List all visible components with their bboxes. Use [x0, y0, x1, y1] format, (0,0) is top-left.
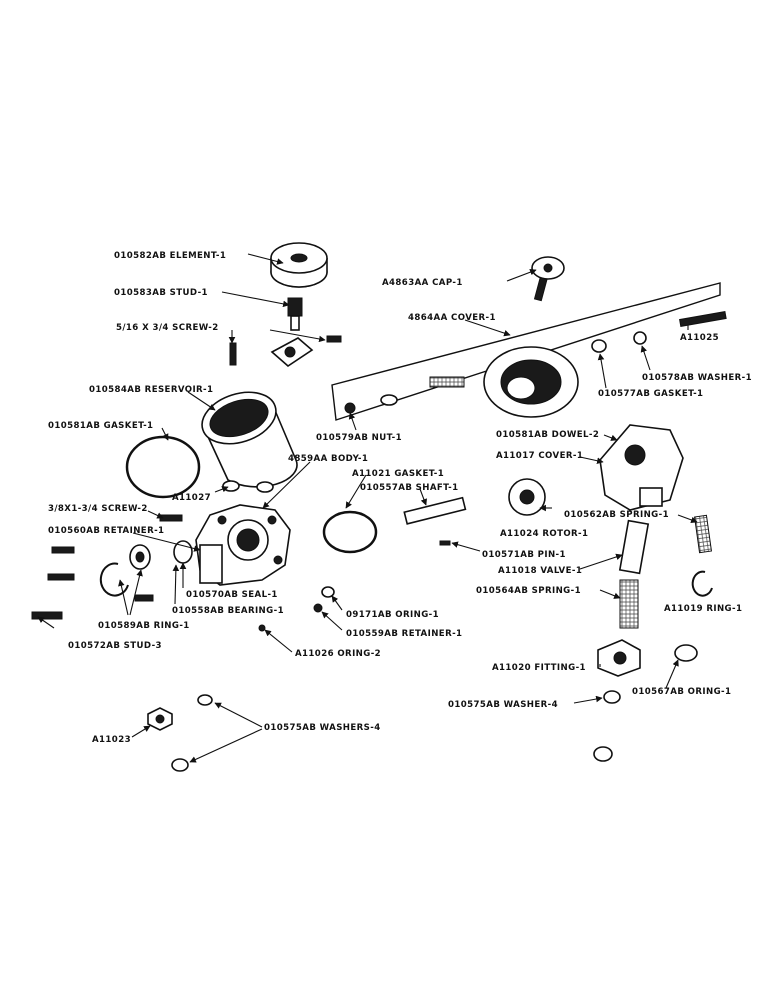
label-ring589: 010589AB RING-1 — [98, 621, 190, 631]
fitting-oring-part — [674, 644, 698, 662]
rotor-part — [508, 478, 546, 516]
label-gasket577: 010577AB GASKET-1 — [598, 389, 703, 399]
label-shaft: 010557AB SHAFT-1 — [360, 483, 459, 493]
label-a11025: A11025 — [680, 333, 719, 343]
part-labels: 010582AB ELEMENT-1 010583AB STUD-1 5/16 … — [48, 251, 752, 745]
fitting-part — [597, 639, 641, 677]
label-cover-a11017: A11017 COVER-1 — [496, 451, 583, 461]
valve-part — [618, 519, 650, 575]
cover-spring-part — [429, 376, 465, 388]
label-oring917: 09171AB ORING-1 — [346, 610, 439, 620]
stud-parts-left — [31, 546, 154, 620]
label-washer575-4: 010575AB WASHER-4 — [448, 700, 558, 710]
label-spring582: 010562AB SPRING-1 — [564, 510, 669, 520]
reservoir-plate-part — [270, 337, 314, 368]
label-rotor: A11024 ROTOR-1 — [500, 529, 588, 539]
leader-lines — [37, 253, 698, 763]
filter-element-part — [270, 242, 328, 288]
label-washers575: 010575AB WASHERS-4 — [264, 723, 381, 733]
snap-ring-part — [99, 562, 129, 597]
reservoir-gasket-part — [125, 435, 201, 499]
label-retainer: 010560AB RETAINER-1 — [48, 526, 164, 536]
label-cap: A4863AA CAP-1 — [382, 278, 463, 288]
bolt-part — [679, 310, 727, 328]
label-a11027: A11027 — [172, 493, 211, 503]
label-cover4864: 4864AA COVER-1 — [408, 313, 496, 323]
label-screw-small: 5/16 X 3/4 SCREW-2 — [116, 323, 219, 333]
hex-nut-part — [147, 707, 173, 731]
retainer-seal-parts — [129, 540, 193, 570]
washer-parts — [171, 690, 621, 772]
label-retainer559: 010559AB RETAINER-1 — [346, 629, 462, 639]
label-a11026: A11026 ORING-2 — [295, 649, 381, 659]
label-gasket-a11021: A11021 GASKET-1 — [352, 469, 444, 479]
label-dowel: 010581AB DOWEL-2 — [496, 430, 599, 440]
small-oring-parts — [258, 586, 335, 632]
label-bearing: 010558AB BEARING-1 — [172, 606, 284, 616]
label-reservoir: 010584AB RESERVOIR-1 — [89, 385, 213, 395]
pump-gasket-part — [322, 510, 378, 554]
label-oring567: 010567AB ORING-1 — [632, 687, 731, 697]
label-washer578: 010578AB WASHER-1 — [642, 373, 752, 383]
pin-part — [439, 540, 451, 546]
label-fitting: A11020 FITTING-1 — [492, 663, 586, 673]
label-screw-38: 3/8X1-3/4 SCREW-2 — [48, 504, 148, 514]
stud-part — [287, 297, 303, 331]
pump-cover-part — [599, 424, 684, 511]
nut-parts — [344, 394, 398, 414]
shaft-part — [403, 496, 467, 525]
label-stud1: 010583AB STUD-1 — [114, 288, 208, 298]
retaining-ring-part — [691, 570, 713, 597]
label-element: 010582AB ELEMENT-1 — [114, 251, 226, 261]
label-valve: A11018 VALVE-1 — [498, 566, 582, 576]
reservoir-part — [201, 391, 298, 488]
label-a11023: A11023 — [92, 735, 131, 745]
label-spring564: 010564AB SPRING-1 — [476, 586, 581, 596]
cover-washer-gasket-parts — [591, 331, 647, 353]
body-screw-part — [159, 514, 183, 522]
label-ring-a11019: A11019 RING-1 — [664, 604, 742, 614]
label-nut579: 010579AB NUT-1 — [316, 433, 402, 443]
label-stud3: 010572AB STUD-3 — [68, 641, 162, 651]
cap-part — [531, 256, 565, 302]
label-seal: 010570AB SEAL-1 — [186, 590, 278, 600]
label-pin: 010571AB PIN-1 — [482, 550, 566, 560]
label-gasket-res: 010581AB GASKET-1 — [48, 421, 153, 431]
spring-parts — [619, 514, 713, 629]
label-body: 4859AA BODY-1 — [288, 454, 368, 464]
cover-plate-part — [331, 282, 721, 421]
pump-body-part — [195, 504, 291, 586]
